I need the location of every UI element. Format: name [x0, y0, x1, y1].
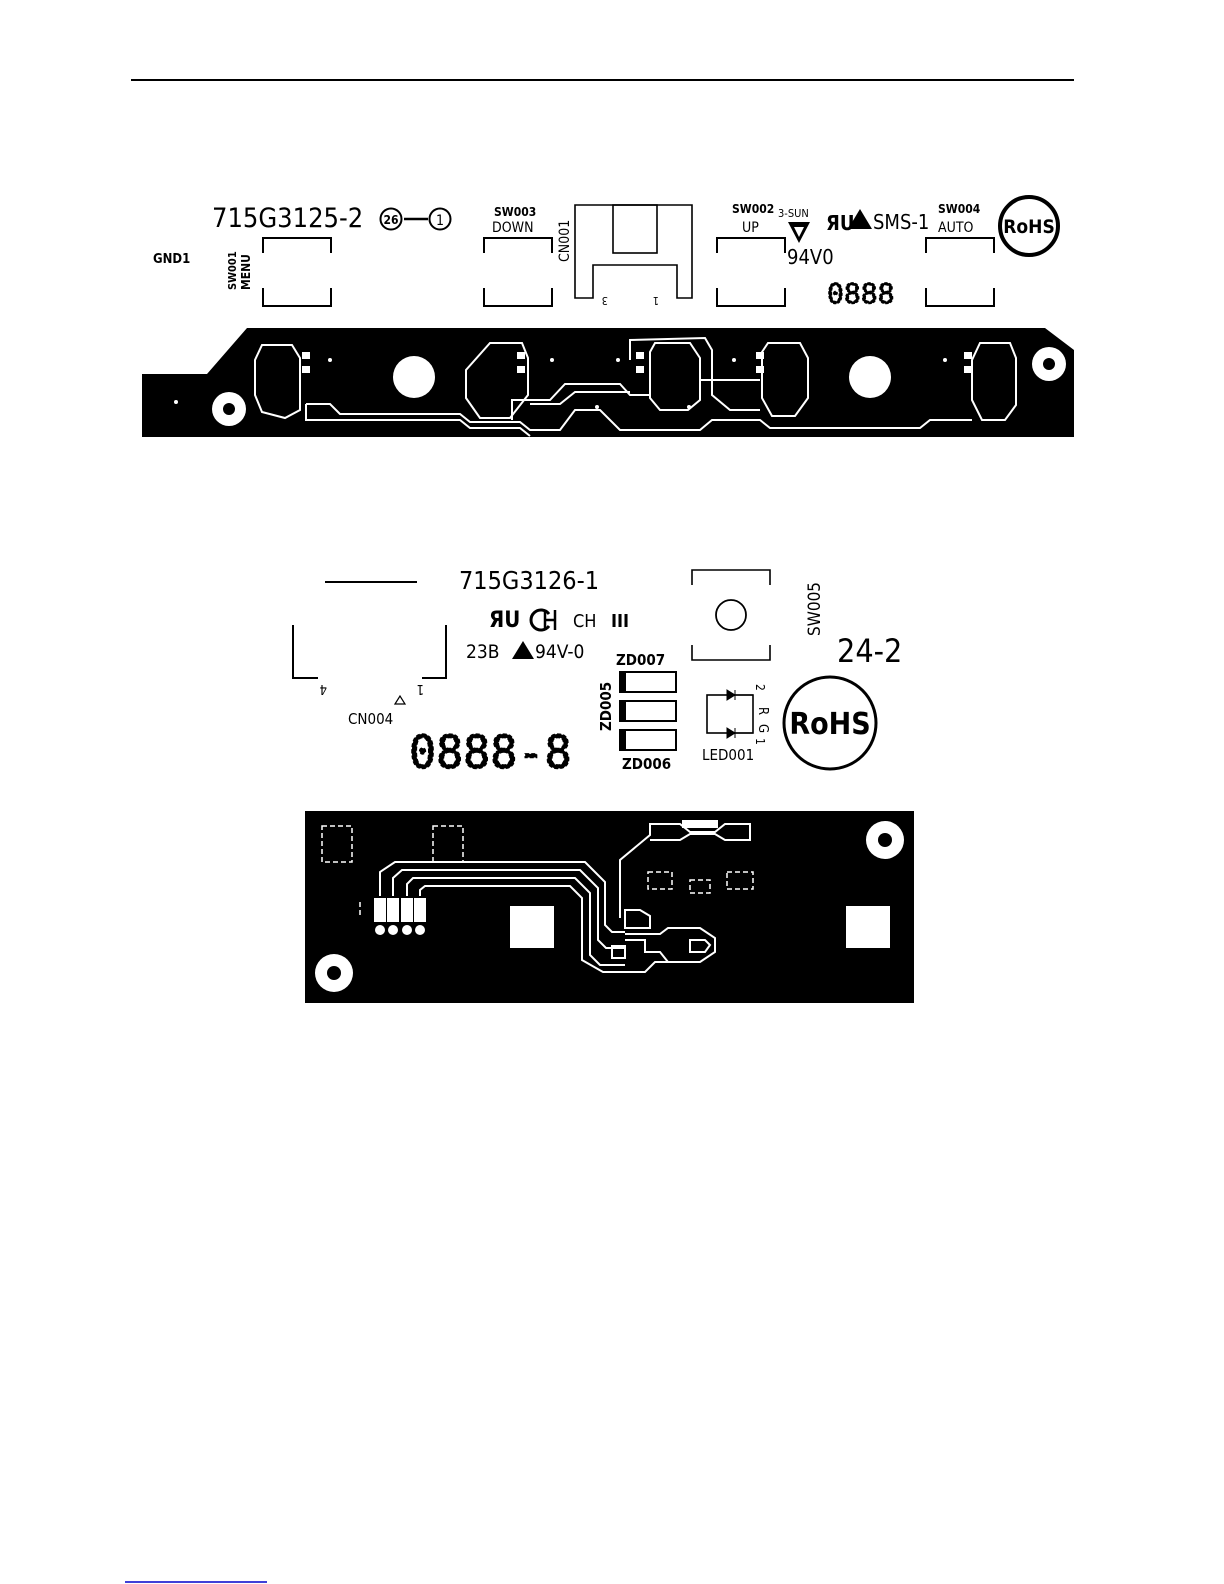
sw002-outline [717, 238, 785, 306]
board2-rev-code: 24-2 [837, 632, 902, 670]
zd006-outline [620, 730, 676, 750]
board2-mount-bottom-left-drill [327, 966, 341, 980]
zd005-outline [620, 701, 676, 721]
sw001-outline [263, 238, 331, 306]
led001-outline [707, 695, 753, 733]
sw005-outline [692, 570, 770, 660]
zd005-ref: ZD005 [597, 682, 615, 731]
board1-rohs-label: RoHS [1003, 216, 1055, 238]
sw001-ref: SW001 [226, 251, 239, 290]
sw004-ref: SW004 [938, 202, 981, 216]
board2-warning-triangle-icon [512, 641, 534, 659]
board2-code-23b: 23B [466, 641, 499, 663]
led001-g-label: G [755, 724, 770, 733]
sw004-outline [926, 238, 994, 306]
board1-mount-left-drill [223, 403, 235, 415]
board1-flame-rating: 94V0 [787, 245, 834, 269]
cn004-pin1: 1 [417, 681, 424, 696]
led001-r-label: R [755, 707, 770, 715]
board2-flame-rating: 94V-0 [535, 641, 584, 663]
sw005-ref: SW005 [805, 582, 825, 636]
board2-ul-mark: ЯU [489, 608, 520, 633]
zd006-ref: ZD006 [622, 755, 671, 773]
board1-part-number: 715G3125-2 [212, 203, 363, 234]
board1-hole-right [849, 356, 891, 398]
zd005-cathode-band [620, 701, 626, 721]
cn004-ref: CN004 [348, 710, 393, 728]
board1-date-code: 0888 [827, 277, 894, 310]
led001-diode-bottom-icon [727, 728, 735, 738]
board1-ul-mark: ЯU [826, 211, 854, 235]
board1-mount-right-drill [1043, 358, 1055, 370]
board1-sms-code: SMS-1 [873, 210, 929, 234]
board1-hole-left [393, 356, 435, 398]
board1-circle-rev: 1 [436, 213, 444, 229]
vendor-label: 3-SUN [778, 207, 809, 220]
led001-pin1: 1 [753, 738, 767, 745]
cn001-latch [613, 205, 657, 253]
board2-silkscreen: 4 1 CN004 715G3126-1 ЯU CH III 23B 94V-0… [293, 566, 902, 779]
board2-rohs-label: RoHS [789, 707, 870, 742]
board2-mount-top-right-drill [878, 833, 892, 847]
zd007-cathode-band [620, 672, 626, 692]
cn001-pin1: 1 [653, 294, 659, 307]
zd007-outline [620, 672, 676, 692]
sw005-actuator [716, 600, 746, 630]
board1-gnd-label: GND1 [153, 252, 190, 267]
sw003-ref: SW003 [494, 205, 536, 219]
vendor-logo-icon [788, 222, 810, 243]
board2-hole-right [846, 906, 890, 948]
board2-copper-layer [305, 811, 914, 1003]
board1-circle-code: 26 [383, 213, 398, 227]
sw002-ref: SW002 [732, 202, 774, 216]
zd006-cathode-band [620, 730, 626, 750]
board2-part-number: 715G3126-1 [459, 566, 599, 595]
board2-ch-mark: CH [573, 611, 597, 632]
sw003-outline [484, 238, 552, 306]
board1-copper-layer [142, 328, 1074, 437]
sw004-func: AUTO [938, 220, 974, 236]
cn004-pin4: 4 [320, 681, 327, 696]
cn001-ref: CN001 [557, 220, 573, 262]
board2-hole-left [510, 906, 554, 948]
led001-ref: LED001 [702, 746, 754, 764]
cn004-pin1-marker-icon [395, 696, 405, 704]
board2-date-code: 0888-8 [409, 726, 572, 779]
sw002-func: UP [742, 220, 759, 236]
cn001-outline [575, 205, 692, 298]
sw003-func: DOWN [492, 220, 534, 236]
cn004-outline [293, 625, 446, 678]
board2-class-mark: III [611, 611, 629, 632]
zd007-ref: ZD007 [616, 651, 665, 669]
led001-pin2: 2 [753, 684, 767, 691]
cn001-pin3: 3 [602, 294, 608, 307]
board1-silkscreen: 715G3125-2 26 1 GND1 SW001 MENU SW003 DO… [153, 197, 1058, 310]
sw001-func: MENU [239, 254, 253, 290]
led001-diode-top-icon [727, 690, 735, 700]
